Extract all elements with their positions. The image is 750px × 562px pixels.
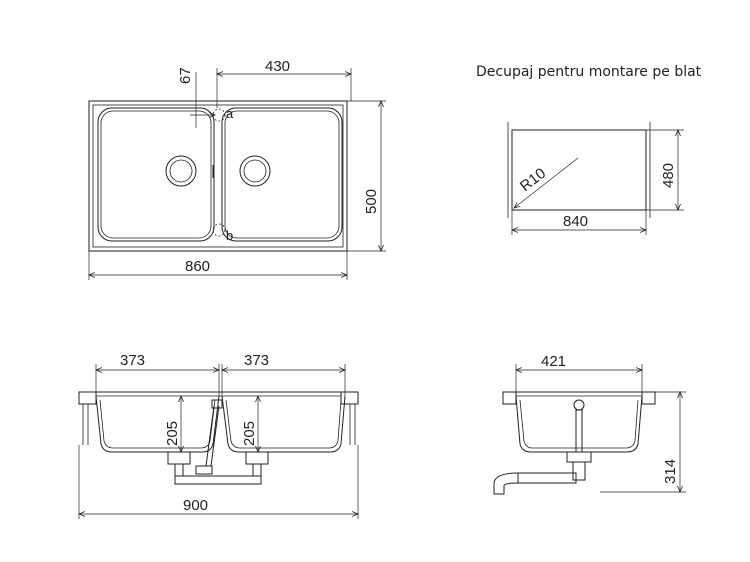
front-left-bowl — [95, 395, 220, 453]
dim-480: 480 — [660, 163, 677, 188]
front-right-bowl — [221, 395, 346, 453]
front-view: 373 373 205 205 900 — [79, 352, 358, 519]
label-a: a — [226, 106, 234, 121]
side-bowl — [515, 395, 643, 453]
right-drain — [239, 155, 271, 187]
dim-860: 860 — [185, 258, 210, 275]
left-drain — [165, 155, 197, 187]
sink-outline — [88, 100, 348, 252]
left-bowl — [97, 107, 215, 242]
dim-205-left: 205 — [164, 421, 181, 446]
side-view: 421 314 — [493, 353, 686, 495]
cutout-rect — [511, 129, 647, 211]
dim-205-right: 205 — [241, 421, 258, 446]
top-view: a b 430 67 500 860 — [89, 58, 386, 280]
dim-314: 314 — [662, 459, 679, 484]
cutout-view: Decupaj pentru montare pe blat R10 480 8… — [476, 64, 702, 235]
dim-421: 421 — [541, 353, 566, 370]
dim-373-right: 373 — [244, 352, 269, 369]
dim-67: 67 — [177, 67, 194, 84]
dim-r10: R10 — [517, 165, 549, 195]
right-bowl — [221, 107, 343, 242]
label-b: b — [226, 228, 233, 243]
caption: Decupaj pentru montare pe blat — [476, 64, 702, 80]
dim-373-left: 373 — [120, 352, 145, 369]
tap-hole-a — [212, 108, 226, 122]
dim-430: 430 — [265, 58, 290, 75]
dim-840: 840 — [563, 213, 588, 230]
tap-hole-b — [212, 223, 226, 237]
dim-500: 500 — [363, 189, 380, 214]
dim-900: 900 — [183, 497, 208, 514]
